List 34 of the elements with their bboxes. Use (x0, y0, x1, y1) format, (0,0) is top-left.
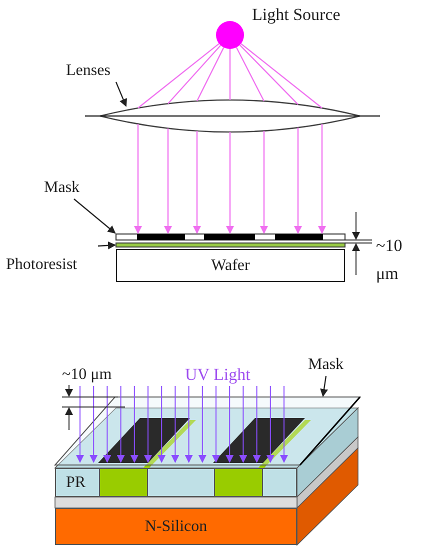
light-ray (138, 43, 220, 108)
light-ray (239, 44, 298, 105)
light-ray (229, 49, 231, 100)
light-ray (196, 47, 224, 102)
light-ray (260, 130, 268, 234)
photoresist-layer (116, 242, 346, 248)
node-caption: Light Source (252, 5, 340, 25)
leader-line (98, 241, 116, 250)
mask (116, 234, 346, 240)
part-label: Mask (308, 356, 344, 374)
mask-plate (54, 396, 362, 466)
dimension-label: ~10 μm (62, 366, 112, 384)
light-source (216, 21, 244, 49)
part-label: Lenses (66, 62, 110, 80)
light-ray (164, 128, 172, 234)
light-ray (318, 124, 326, 234)
part-label: Photoresist (6, 256, 78, 274)
light-label: UV Light (185, 366, 250, 384)
light-ray (236, 47, 265, 102)
leader-line (74, 198, 116, 234)
leader-line (115, 82, 127, 107)
wafer-layer: Wafer (116, 249, 345, 282)
photoresist-layer: PR (55, 468, 297, 497)
light-ray (294, 128, 302, 234)
light-ray (134, 124, 142, 234)
leader-line (320, 376, 328, 397)
light-ray (193, 131, 201, 234)
light-ray (226, 132, 234, 234)
light-ray (240, 43, 322, 108)
dimension-label: ~10 μm (376, 235, 404, 285)
lens (85, 99, 380, 133)
part-label: Mask (44, 179, 80, 197)
silicon-substrate: N-Silicon (55, 508, 297, 545)
light-ray (168, 45, 222, 104)
